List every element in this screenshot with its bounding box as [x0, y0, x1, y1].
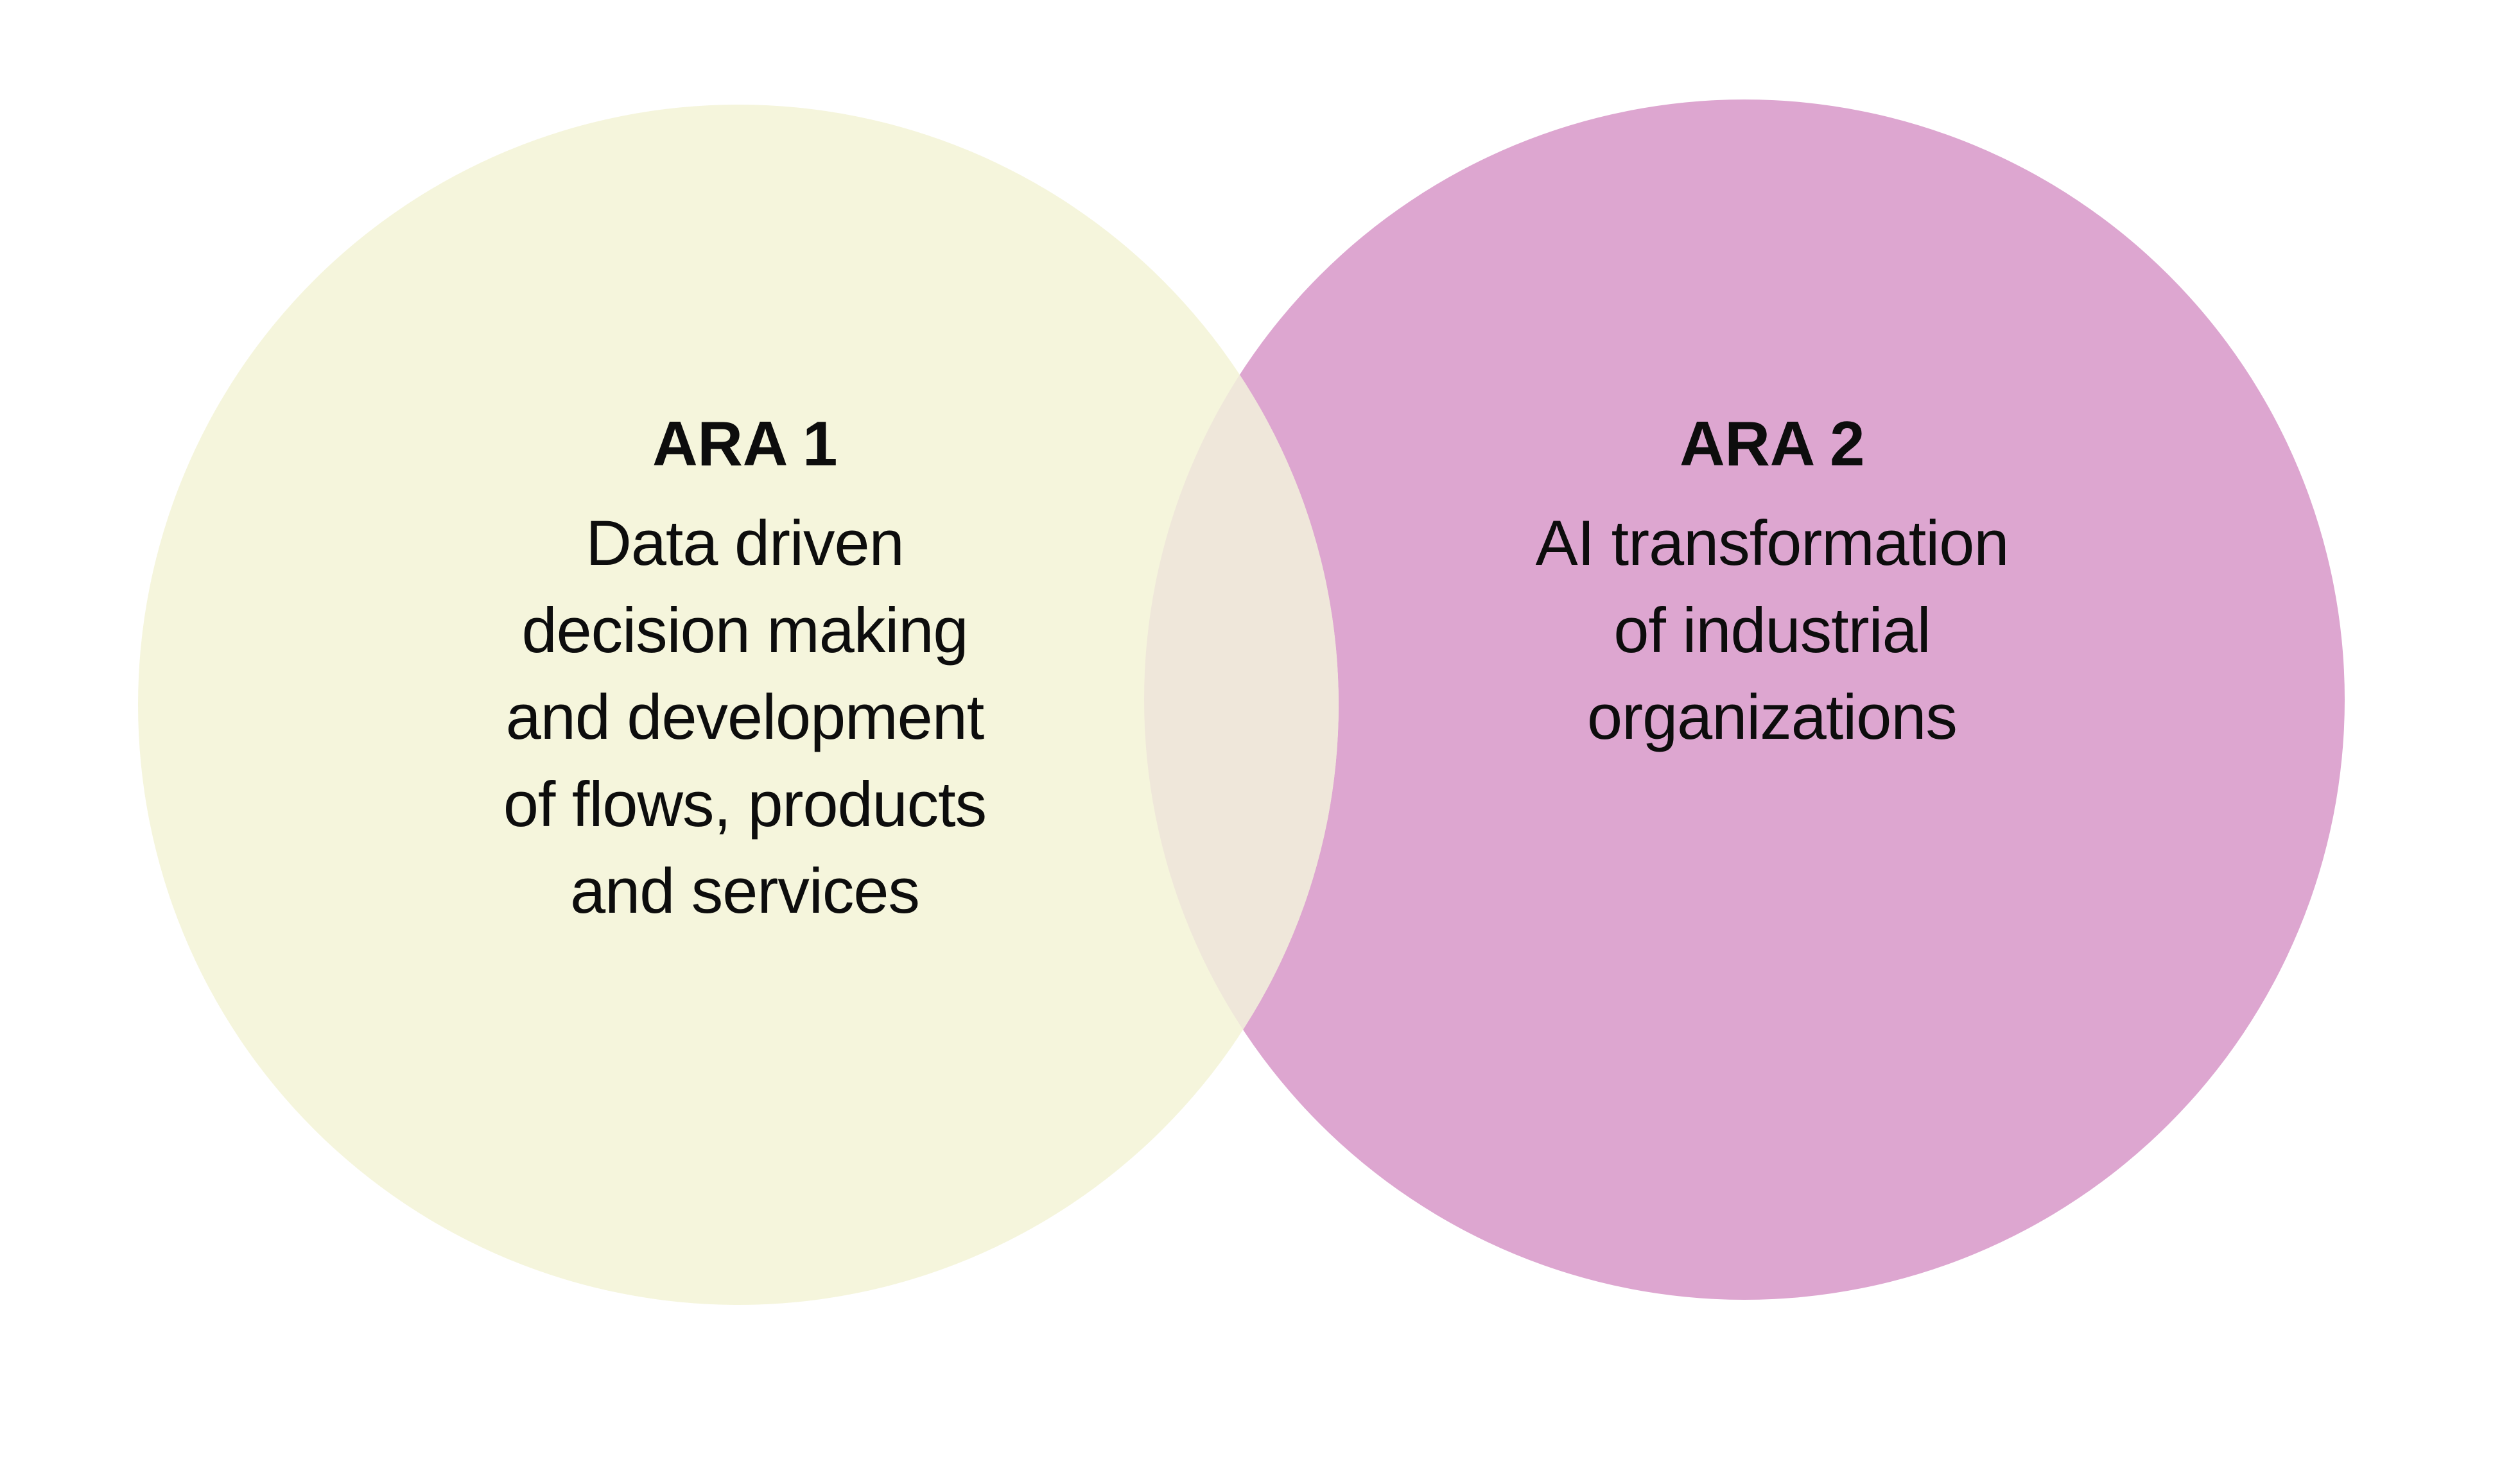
venn-label-ara1: ARA 1 Data driven decision making and de… [244, 408, 1246, 935]
venn-circle-ara2[interactable] [1144, 99, 2345, 1300]
venn-body-line: of industrial [1613, 594, 1931, 666]
venn-body-line: and services [570, 855, 920, 927]
venn-body-line: and development [505, 681, 985, 753]
venn-title-ara2: ARA 2 [1680, 408, 1864, 479]
venn-body-line: organizations [1587, 681, 1958, 753]
venn-body-line: Data driven [586, 506, 904, 578]
venn-body-line: of flows, products [503, 768, 987, 840]
venn-body-ara2: AI transformation of industrial organiza… [1271, 499, 2273, 761]
venn-circle-ara1[interactable] [138, 105, 1339, 1305]
venn-body-ara1: Data driven decision making and developm… [244, 499, 1246, 935]
venn-label-ara2: ARA 2 AI transformation of industrial or… [1271, 408, 2273, 761]
venn-body-line: decision making [521, 594, 969, 666]
venn-title-ara1: ARA 1 [652, 408, 837, 479]
venn-body-line: AI transformation [1535, 506, 2010, 578]
